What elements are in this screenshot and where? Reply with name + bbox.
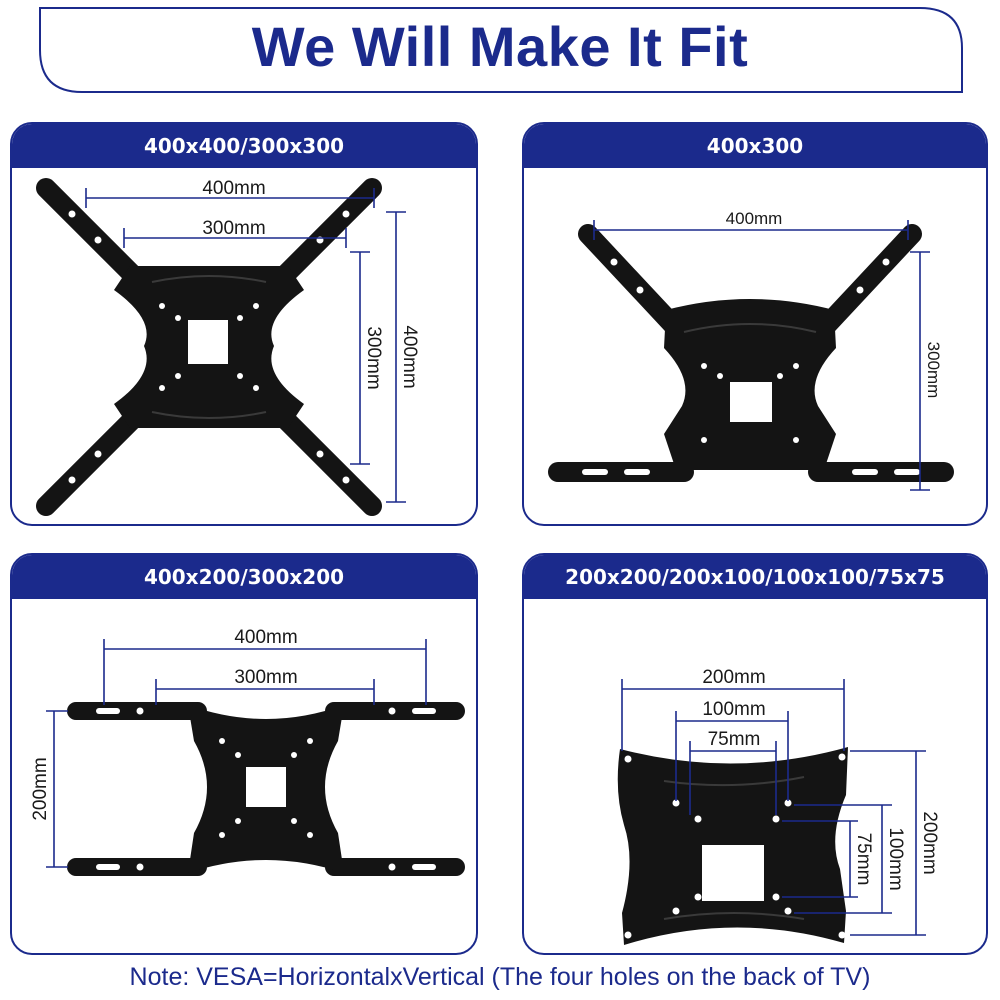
bracket-diagram-400x400: 400mm 300mm 300mm 400mm bbox=[36, 178, 420, 516]
dim-width-outer: 400mm bbox=[234, 627, 297, 648]
dim-width-outer: 400mm bbox=[202, 178, 265, 199]
panel-heading: 400x200/300x200 bbox=[12, 555, 476, 599]
mount-bracket bbox=[67, 702, 465, 876]
dimension-lines bbox=[593, 220, 930, 491]
dim-width-75: 75mm bbox=[708, 729, 761, 750]
dimension-lines bbox=[85, 188, 406, 503]
bracket-diagram-400x300: 400mm 300mm bbox=[548, 209, 954, 491]
panel-heading: 400x400/300x300 bbox=[12, 124, 476, 168]
dim-height: 300mm bbox=[924, 342, 943, 399]
panel-heading: 400x300 bbox=[524, 124, 986, 168]
page-title: We Will Make It Fit bbox=[251, 15, 749, 78]
dim-height-inner: 300mm bbox=[363, 326, 384, 389]
vesa-note: Note: VESA=HorizontalxVertical (The four… bbox=[129, 963, 871, 991]
panel-heading: 200x200/200x100/100x100/75x75 bbox=[524, 555, 986, 599]
mount-bracket bbox=[548, 224, 954, 482]
mount-plate bbox=[617, 747, 848, 945]
dim-width-outer: 400mm bbox=[726, 209, 783, 228]
dim-height-75: 75mm bbox=[853, 833, 874, 886]
dimension-lines bbox=[621, 679, 926, 936]
title-banner bbox=[39, 7, 963, 93]
mount-bracket bbox=[36, 178, 382, 516]
dim-height-200: 200mm bbox=[919, 811, 940, 874]
panel-400x300: 400x300 400mm 300mm bbox=[522, 122, 988, 526]
panel-400x400-300x300: 400x400/300x300 bbox=[10, 122, 478, 526]
panel-200x200-75x75: 200x200/200x100/100x100/75x75 bbox=[522, 553, 988, 955]
dim-width-inner: 300mm bbox=[202, 218, 265, 239]
dim-width-200: 200mm bbox=[702, 667, 765, 688]
dim-height: 200mm bbox=[30, 757, 51, 820]
bracket-diagram-400x200: 400mm 300mm 200mm bbox=[30, 627, 465, 876]
dim-width-inner: 300mm bbox=[234, 667, 297, 688]
dim-width-100: 100mm bbox=[702, 699, 765, 720]
panel-400x200-300x200: 400x200/300x200 400mm 300mm bbox=[10, 553, 478, 955]
plate-diagram-200x200: 200mm 100mm 75mm 75mm 100mm 200mm bbox=[617, 667, 940, 945]
dimension-lines bbox=[46, 639, 427, 868]
dim-height-outer: 400mm bbox=[399, 325, 420, 388]
dim-height-100: 100mm bbox=[885, 827, 906, 890]
